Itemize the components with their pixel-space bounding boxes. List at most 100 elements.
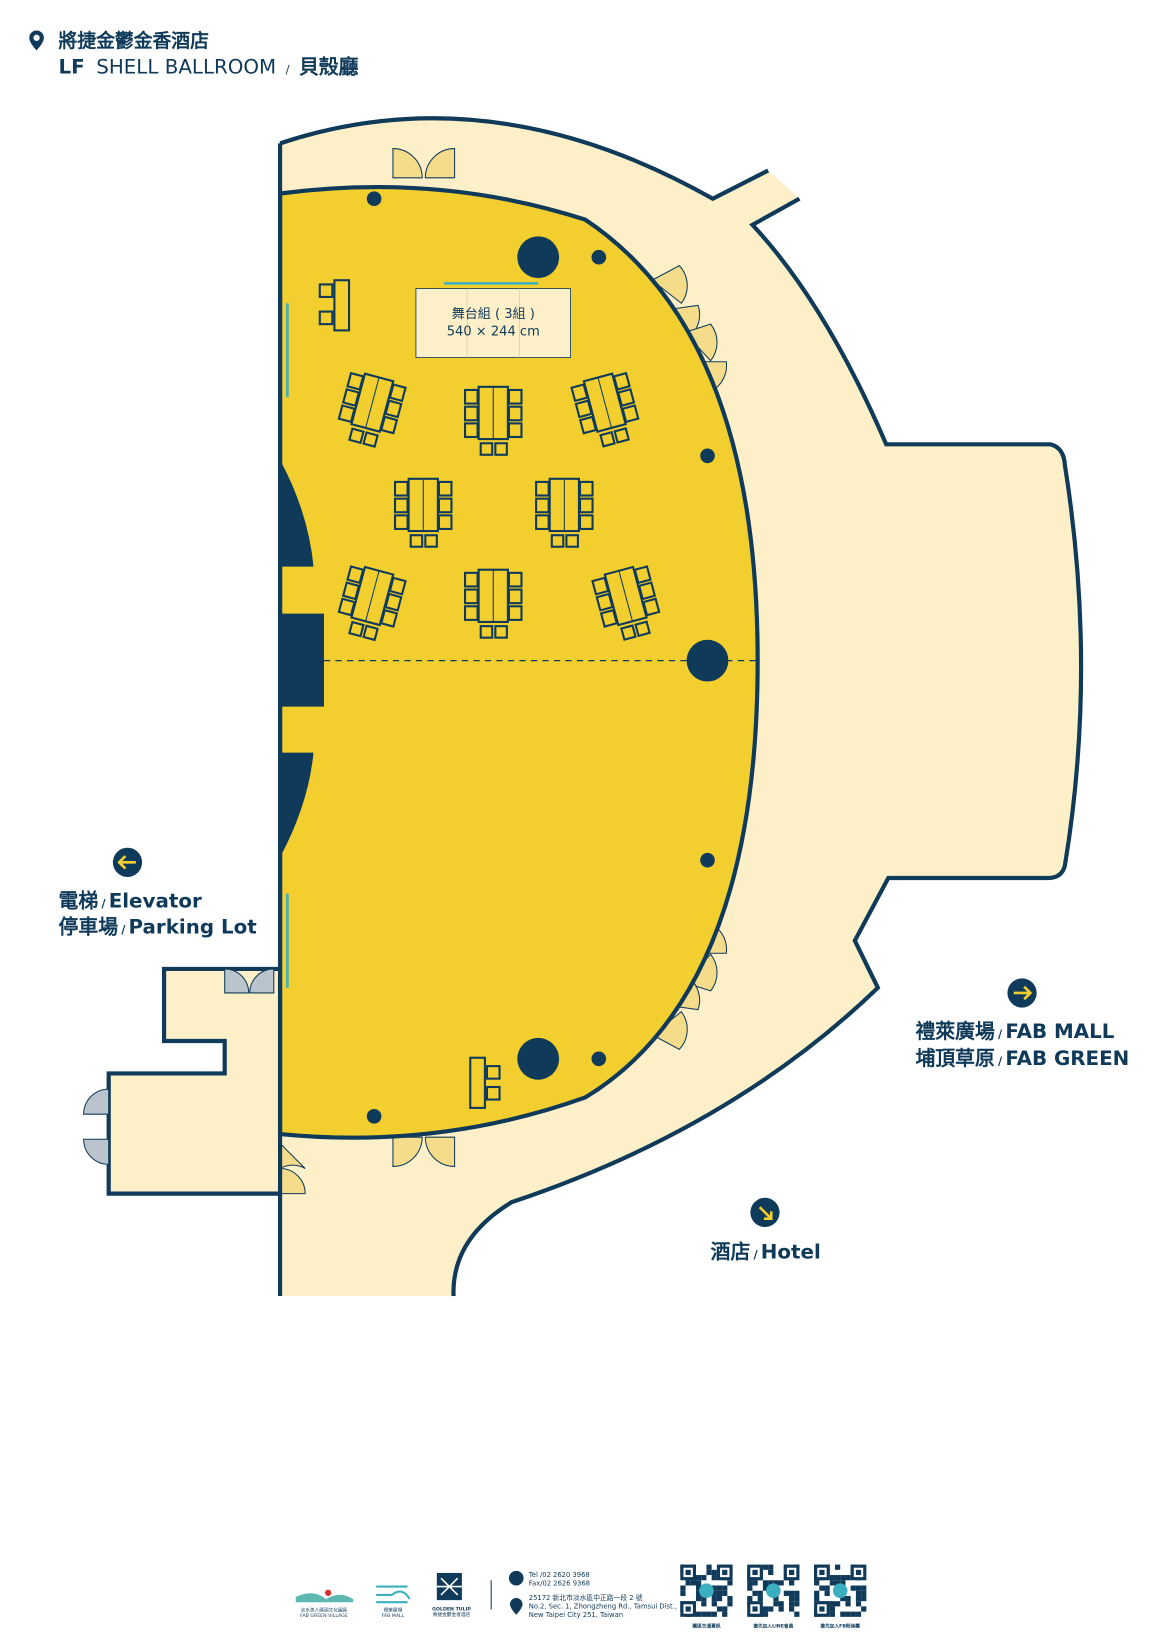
stage-platform (415, 288, 572, 358)
door (83, 1138, 110, 1165)
column (366, 1108, 382, 1124)
chair (424, 534, 438, 548)
green-label: 埔頂草原/FAB GREEN (915, 1047, 1129, 1070)
column (686, 639, 729, 682)
banquet-tables (337, 371, 661, 642)
banquet-table (337, 371, 407, 448)
stage-size: 540 × 244 cm (447, 325, 540, 340)
column (591, 249, 607, 265)
address-en-1: No.2, Sec. 1, Zhongzheng Rd., Tamsui Dis… (529, 1602, 677, 1610)
chair (362, 431, 379, 448)
column (700, 448, 715, 464)
logo-golden-tulip: GOLDEN TULIP 將捷金鬱金香酒店 (432, 1572, 471, 1618)
svg-text:FAB MALL: FAB MALL (382, 1613, 405, 1619)
address-zh: 25172 新北市淡水區中正路一段 2 號 (529, 1593, 643, 1602)
svg-text:FAB GREEN VILLAGE: FAB GREEN VILLAGE (300, 1613, 348, 1619)
svg-text:GOLDEN TULIP: GOLDEN TULIP (432, 1607, 471, 1613)
column (591, 1051, 607, 1067)
door (651, 264, 688, 304)
hotel-direction: 酒店/Hotel (711, 1197, 821, 1263)
chair (318, 283, 334, 299)
elevator-parking-direction: 電梯/Elevator 停車場/Parking Lot (59, 847, 258, 938)
phone-icon (508, 1570, 524, 1586)
chair (507, 422, 523, 439)
logo-fab-green-village: 淡水漁人碼頭文化園區 FAB GREEN VILLAGE (295, 1589, 354, 1619)
separator: / (286, 62, 290, 76)
hotel-name: 將捷金鬱金香酒店 (59, 29, 210, 52)
chair (612, 371, 631, 391)
chair (507, 388, 523, 405)
chair (437, 480, 453, 497)
chair (633, 565, 652, 585)
elevator-blocks (277, 459, 324, 858)
qr-code[interactable]: 搶先加入LINE會員 (747, 1564, 800, 1630)
floor-label: LF (59, 55, 85, 78)
mall-green-direction: 禮萊廣場/FAB MALL 埔頂草原/FAB GREEN (915, 978, 1129, 1070)
side-table (333, 279, 351, 332)
chair (599, 430, 616, 448)
banquet-table (570, 371, 640, 448)
header: 將捷金鬱金香酒店 LF SHELL BALLROOM / 貝殼廳 (29, 29, 359, 78)
at-icon (766, 1583, 781, 1599)
chair (578, 514, 594, 530)
qr-label: 園區交通資訊 (692, 1622, 720, 1629)
chair (570, 383, 589, 403)
chair (535, 497, 550, 514)
chair (613, 427, 630, 444)
chair (595, 592, 614, 612)
chair (642, 597, 661, 617)
door (424, 148, 456, 179)
chair (388, 576, 407, 596)
chair (479, 442, 494, 456)
arrow-glyph (758, 1206, 773, 1220)
door (424, 1136, 456, 1167)
footer: 淡水漁人碼頭文化園區 FAB GREEN VILLAGE 禮萊廣場 FAB MA… (295, 1564, 867, 1630)
chair (464, 571, 479, 588)
chair (348, 620, 365, 638)
chair (637, 581, 657, 601)
door (224, 968, 250, 994)
hotel-label: 酒店/Hotel (711, 1240, 821, 1263)
banquet-table (535, 477, 594, 548)
ballroom (277, 185, 760, 1140)
chair (479, 625, 494, 639)
fax: Fax/02 2626 9368 (529, 1579, 590, 1587)
chair (507, 588, 523, 605)
chair (464, 405, 479, 422)
chair (617, 388, 636, 407)
facebook-icon (832, 1583, 848, 1599)
door (249, 968, 275, 994)
chair (341, 581, 361, 601)
qr-code[interactable]: 搶先加入FB粉絲團 (814, 1564, 867, 1630)
chair (535, 480, 550, 497)
banquet-table (337, 565, 407, 642)
chair (346, 565, 365, 585)
door (392, 1136, 423, 1167)
chair (507, 605, 523, 621)
chair (337, 404, 356, 424)
chair (318, 310, 334, 326)
chair (362, 624, 379, 642)
elevator-label: 電梯/Elevator (59, 889, 202, 912)
location-pin-icon (29, 30, 44, 51)
chair (379, 415, 399, 435)
arrow-glyph (117, 855, 136, 870)
svg-text:將捷金鬱金香酒店: 將捷金鬱金香酒店 (433, 1611, 471, 1618)
chair (437, 497, 453, 514)
side-tables (318, 279, 501, 1109)
chair (393, 497, 409, 514)
qr-code[interactable]: 園區交通資訊 (680, 1564, 733, 1630)
chair (379, 608, 399, 628)
chair (494, 442, 508, 456)
door (651, 1011, 688, 1051)
chair (578, 480, 594, 497)
chair (578, 497, 594, 514)
chair (507, 405, 523, 422)
address-en-2: New Taipei City 251, Taiwan (529, 1611, 623, 1619)
chair (634, 620, 651, 638)
parking-label: 停車場/Parking Lot (59, 915, 258, 938)
chair (565, 534, 579, 548)
room-name-en: SHELL BALLROOM (96, 55, 276, 78)
chair (464, 388, 479, 405)
column (517, 236, 560, 279)
